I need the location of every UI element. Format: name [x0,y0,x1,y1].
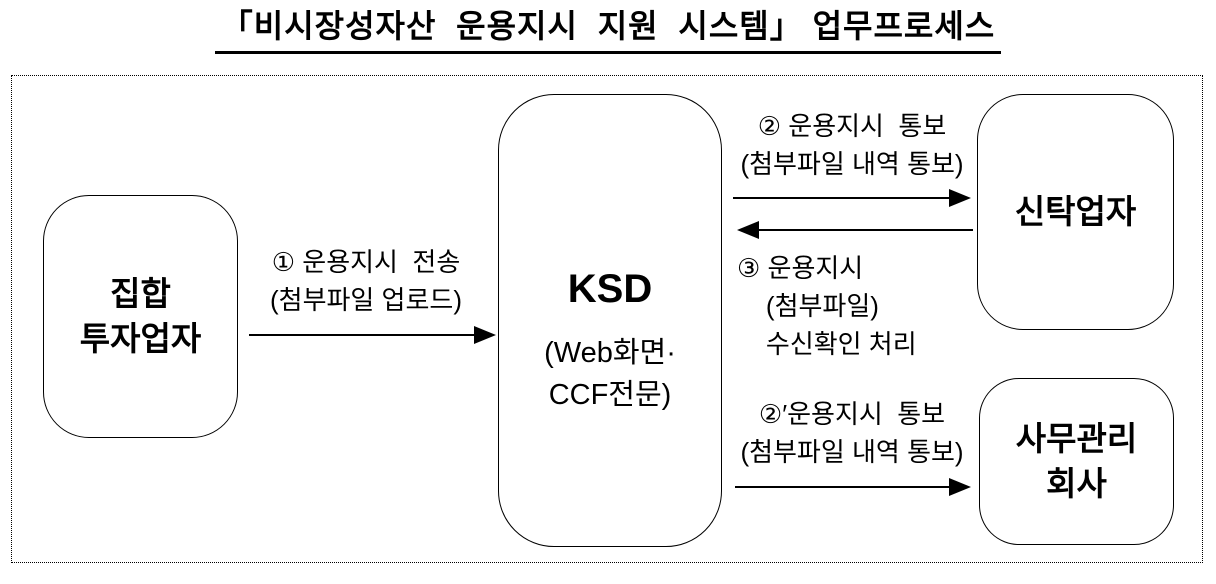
node-trust-firm-label: 신탁업자 [1014,192,1137,230]
flow-label-3-receipt-confirmation: ③ 운용지시 (첨부파일) 수신확인 처리 [737,253,917,360]
title-container: 「비시장성자산 운용지시 지원 시스템」 업무프로세스 [0,8,1216,54]
node-admin-company: 사무관리 회사 [979,378,1174,545]
flow-label-1-send-instruction: ① 운용지시 전송 (첨부파일 업로드) [270,247,462,316]
node-ksd-subtitle: (Web화면· CCF전문) [544,337,676,411]
node-ksd-name: KSD [567,267,653,312]
node-ksd: KSD (Web화면· CCF전문) [498,94,722,547]
flow-label-2prime-notify-admin: ②′운용지시 통보 (첨부파일 내역 통보) [740,399,964,468]
node-admin-company-label: 사무관리 회사 [1015,419,1138,502]
node-collective-investment-firm-label: 집합 투자업자 [79,274,202,357]
flow-label-2-notify-trust: ② 운용지시 통보 (첨부파일 내역 통보) [740,111,964,180]
page-title: 「비시장성자산 운용지시 지원 시스템」 업무프로세스 [214,8,1002,54]
node-trust-firm: 신탁업자 [977,94,1174,330]
node-collective-investment-firm: 집합 투자업자 [43,195,238,438]
